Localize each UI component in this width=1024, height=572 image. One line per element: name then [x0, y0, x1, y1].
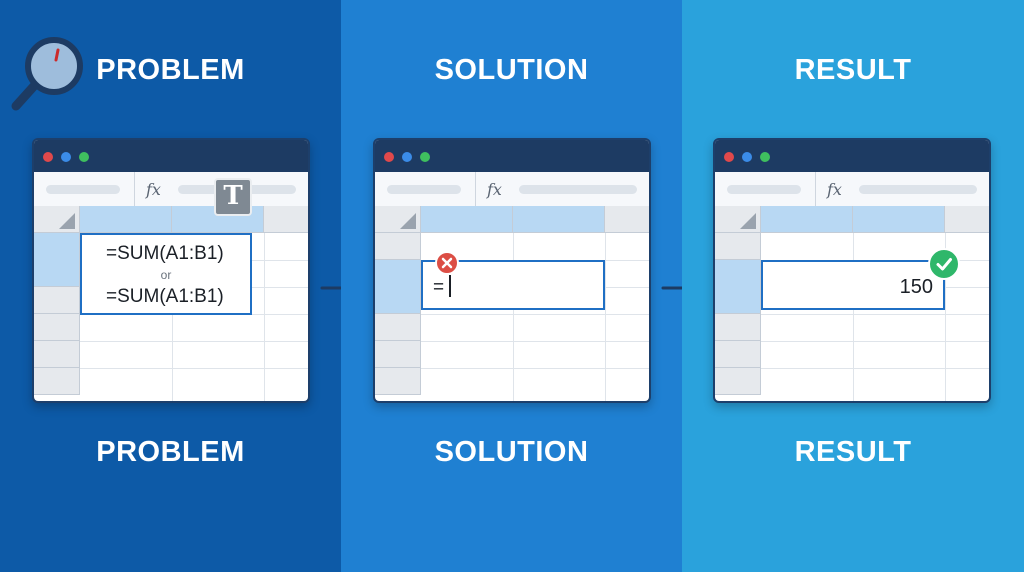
row-header[interactable] [715, 314, 761, 341]
grid-line [421, 368, 649, 369]
row-header-selected[interactable] [34, 233, 80, 287]
formula-input[interactable] [519, 185, 637, 194]
row-header[interactable] [34, 314, 80, 341]
formula-text-line2: =SUM(A1:B1) [106, 286, 224, 307]
name-box[interactable] [46, 185, 120, 194]
result-panel: RESULT fx [682, 0, 1024, 572]
cell-grid: =SUM(A1:B1) or =SUM(A1:B1) [34, 206, 308, 401]
solution-panel: SOLUTION fx [341, 0, 682, 572]
column-header-a[interactable] [421, 206, 513, 233]
row-header[interactable] [34, 287, 80, 314]
maximize-window-dot-icon[interactable] [760, 152, 770, 162]
close-window-dot-icon[interactable] [43, 152, 53, 162]
row-header-selected[interactable] [715, 260, 761, 314]
formula-bar-divider [475, 172, 476, 206]
problem-panel: PROBLEM fx [0, 0, 341, 572]
row-header[interactable] [715, 341, 761, 368]
close-window-dot-icon[interactable] [384, 152, 394, 162]
row-header[interactable] [34, 341, 80, 368]
row-header[interactable] [375, 341, 421, 368]
column-header-c[interactable] [264, 206, 308, 233]
maximize-window-dot-icon[interactable] [420, 152, 430, 162]
grid-line [421, 341, 649, 342]
result-heading-top: RESULT [794, 54, 912, 86]
cell-entry-text: = [433, 277, 445, 298]
window-titlebar [34, 140, 308, 172]
solution-heading-bottom: SOLUTION [434, 436, 589, 468]
result-heading-bottom: RESULT [794, 436, 912, 468]
grid-line [80, 368, 308, 369]
fx-icon: fx [827, 180, 842, 199]
column-header-a[interactable] [80, 206, 172, 233]
column-header-b[interactable] [513, 206, 605, 233]
grid-line [80, 341, 308, 342]
grid-line [264, 233, 265, 401]
close-window-dot-icon[interactable] [724, 152, 734, 162]
grid-line [761, 314, 989, 315]
cell-grid: 150 [715, 206, 989, 401]
formula-bar: fx [34, 172, 308, 207]
row-header-selected[interactable] [375, 260, 421, 314]
or-separator: or [160, 268, 172, 282]
select-all-corner[interactable] [375, 206, 421, 233]
row-header[interactable] [715, 233, 761, 260]
minimize-window-dot-icon[interactable] [402, 152, 412, 162]
fx-icon: fx [487, 180, 502, 199]
minimize-window-dot-icon[interactable] [742, 152, 752, 162]
spreadsheet-window-solution: fx = [373, 138, 651, 403]
column-header-c[interactable] [945, 206, 989, 233]
fx-icon: fx [146, 180, 161, 199]
formula-text-line1: =SUM(A1:B1) [106, 243, 224, 264]
select-all-corner[interactable] [34, 206, 80, 233]
formula-bar-divider [815, 172, 816, 206]
grid-line [421, 314, 649, 315]
grid-line [945, 233, 946, 401]
row-header[interactable] [375, 368, 421, 395]
cell-grid: = [375, 206, 649, 401]
formula-bar-divider [134, 172, 135, 206]
formula-bar: fx [375, 172, 649, 207]
row-header[interactable] [34, 368, 80, 395]
grid-line [513, 233, 514, 401]
selected-cell-result[interactable]: 150 [761, 260, 945, 310]
spreadsheet-window-problem: fx =SUM(A1:B1) or =SUM(A1:B1) [32, 138, 310, 403]
name-box[interactable] [387, 185, 461, 194]
grid-line [172, 233, 173, 401]
column-header-b[interactable] [853, 206, 945, 233]
solution-heading-top: SOLUTION [434, 54, 589, 86]
text-cursor [449, 275, 451, 297]
problem-heading-top: PROBLEM [96, 54, 245, 86]
grid-line [605, 233, 606, 401]
magnifier-icon [11, 37, 83, 111]
grid-line [761, 368, 989, 369]
spreadsheet-window-result: fx 150 [713, 138, 991, 403]
column-header-a[interactable] [761, 206, 853, 233]
error-x-icon [435, 251, 459, 275]
cell-result-value: 150 [899, 276, 933, 298]
row-header[interactable] [715, 368, 761, 395]
success-check-icon [928, 248, 960, 280]
row-header[interactable] [375, 314, 421, 341]
formula-input[interactable] [859, 185, 977, 194]
problem-heading-bottom: PROBLEM [96, 436, 245, 468]
window-titlebar [715, 140, 989, 172]
selected-cell-text-formula[interactable]: =SUM(A1:B1) or =SUM(A1:B1) [80, 233, 252, 315]
grid-line [853, 233, 854, 401]
select-all-corner[interactable] [715, 206, 761, 233]
column-header-c[interactable] [605, 206, 649, 233]
grid-line [761, 341, 989, 342]
maximize-window-dot-icon[interactable] [79, 152, 89, 162]
text-format-icon: T [214, 178, 252, 216]
minimize-window-dot-icon[interactable] [61, 152, 71, 162]
name-box[interactable] [727, 185, 801, 194]
row-header[interactable] [375, 233, 421, 260]
formula-bar: fx [715, 172, 989, 207]
window-titlebar [375, 140, 649, 172]
